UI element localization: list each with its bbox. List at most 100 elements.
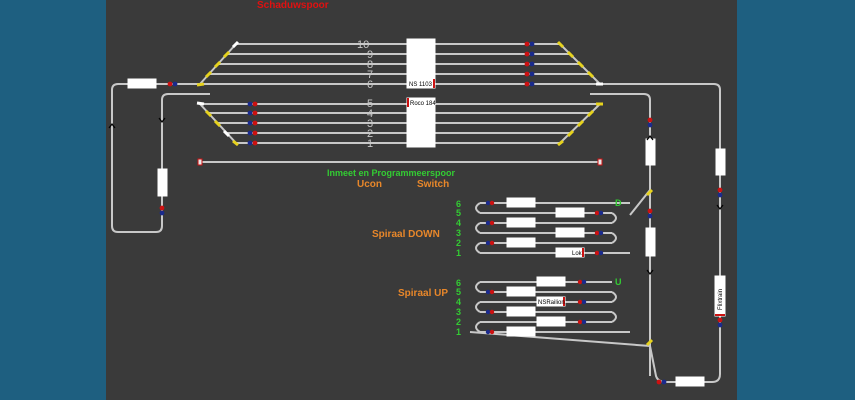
block-right-outer-top[interactable] bbox=[715, 148, 726, 176]
signal-icon[interactable] bbox=[167, 81, 178, 87]
signal-icon[interactable] bbox=[524, 71, 535, 77]
train-label-down-1: Lok bbox=[572, 251, 583, 257]
down-track-num-5: 5 bbox=[456, 208, 461, 218]
signal-icon[interactable] bbox=[485, 220, 495, 226]
switch-icon[interactable] bbox=[566, 50, 575, 59]
switch-icon[interactable] bbox=[566, 129, 575, 138]
switch-icon[interactable] bbox=[232, 139, 239, 147]
lower-yard-blocks: Roco 184 bbox=[406, 97, 436, 148]
switch-icon[interactable] bbox=[222, 50, 231, 59]
up-track-num-4: 4 bbox=[456, 297, 461, 307]
signal-icon[interactable] bbox=[577, 299, 587, 305]
down-track-num-4: 4 bbox=[456, 218, 461, 228]
signal-icon[interactable] bbox=[647, 208, 653, 219]
switch-icon[interactable] bbox=[222, 129, 231, 138]
block-upper-8[interactable] bbox=[406, 58, 436, 69]
signal-icon[interactable] bbox=[524, 41, 535, 47]
yard-switches bbox=[196, 40, 603, 147]
train-label-up-4: NSRailion bbox=[538, 300, 565, 306]
signal-icon[interactable] bbox=[524, 61, 535, 67]
signal-icon[interactable] bbox=[247, 120, 258, 126]
train-label-lower-5: Roco 184 bbox=[410, 101, 436, 107]
upper-yard-blocks: NS 1103 bbox=[406, 38, 436, 89]
train-label-upper-6: NS 1103 bbox=[409, 82, 433, 88]
switch-icon[interactable] bbox=[576, 119, 585, 128]
schaduwspoor-title: Schaduwspoor bbox=[257, 0, 329, 11]
signal-icon[interactable] bbox=[524, 51, 535, 57]
signal-icon[interactable] bbox=[485, 289, 495, 295]
upper-track-num-9: 9 bbox=[367, 49, 373, 61]
block-down-5[interactable] bbox=[555, 207, 585, 218]
signal-icon[interactable] bbox=[577, 279, 587, 285]
block-upper-10[interactable] bbox=[406, 38, 436, 49]
switch-icon[interactable] bbox=[576, 60, 585, 69]
signal-icon[interactable] bbox=[247, 110, 258, 116]
track-diagram: Schaduwspoor Inmeet en Programmeerspoor … bbox=[108, 0, 726, 387]
lower-track-num-1: 1 bbox=[367, 138, 373, 150]
block-lower-2[interactable] bbox=[406, 127, 436, 138]
signal-icon[interactable] bbox=[247, 140, 258, 146]
block-left-loop-vertical[interactable] bbox=[157, 168, 168, 197]
switch-icon[interactable] bbox=[645, 338, 654, 347]
signal-icon[interactable] bbox=[485, 329, 495, 335]
spiraal-up-title: Spiraal UP bbox=[398, 288, 448, 299]
switch-icon[interactable] bbox=[213, 119, 222, 128]
block-lower-1[interactable] bbox=[406, 137, 436, 148]
signal-icon[interactable] bbox=[647, 117, 653, 128]
switch-icon[interactable] bbox=[231, 40, 240, 49]
block-upper-7[interactable] bbox=[406, 68, 436, 79]
signal-icon[interactable] bbox=[594, 250, 604, 256]
signal-icon[interactable] bbox=[577, 319, 587, 325]
signal-icon[interactable] bbox=[717, 187, 723, 198]
spiraal-down-blocks: Lok bbox=[506, 197, 585, 258]
up-end-label: U bbox=[615, 277, 622, 287]
switch-icon[interactable] bbox=[196, 101, 205, 106]
block-lower-4[interactable] bbox=[406, 107, 436, 118]
block-upper-9[interactable] bbox=[406, 48, 436, 59]
block-left-loop-top[interactable] bbox=[127, 78, 157, 89]
upper-track-num-7: 7 bbox=[367, 69, 373, 81]
switch-icon[interactable] bbox=[586, 109, 595, 118]
block-right-inner-top[interactable] bbox=[645, 138, 656, 166]
switch-icon[interactable] bbox=[204, 70, 213, 79]
block-down-4[interactable] bbox=[506, 217, 536, 228]
block-right-inner-bottom[interactable] bbox=[645, 227, 656, 257]
signal-icon[interactable] bbox=[524, 81, 535, 87]
signal-icon[interactable] bbox=[594, 230, 604, 236]
up-track-num-3: 3 bbox=[456, 307, 461, 317]
arrow-down-icon bbox=[158, 117, 166, 123]
switch-icon[interactable] bbox=[196, 82, 205, 87]
switch-icon[interactable] bbox=[556, 40, 565, 49]
signal-icon[interactable] bbox=[717, 317, 723, 328]
up-track-num-1: 1 bbox=[456, 327, 461, 337]
block-bottom-right[interactable] bbox=[675, 376, 705, 387]
spiraal-up-blocks: NSRailion bbox=[506, 276, 566, 337]
signal-icon[interactable] bbox=[485, 309, 495, 315]
signal-icon[interactable] bbox=[594, 210, 604, 216]
switch-icon[interactable] bbox=[213, 60, 222, 69]
signal-icon[interactable] bbox=[159, 205, 165, 216]
arrow-up-icon bbox=[646, 135, 654, 141]
block-down-3[interactable] bbox=[555, 227, 585, 238]
upper-track-num-6: 6 bbox=[367, 79, 373, 91]
signal-icon[interactable] bbox=[485, 240, 495, 246]
signal-icon[interactable] bbox=[247, 101, 258, 107]
up-track-num-2: 2 bbox=[456, 317, 461, 327]
block-down-2[interactable] bbox=[506, 237, 536, 248]
block-up-6[interactable] bbox=[536, 276, 566, 287]
switch-icon[interactable] bbox=[557, 139, 564, 147]
signal-icon[interactable] bbox=[656, 379, 667, 385]
signal-icon[interactable] bbox=[485, 200, 495, 206]
switch-icon[interactable] bbox=[204, 109, 213, 118]
lower-yard bbox=[197, 103, 603, 144]
block-lower-3[interactable] bbox=[406, 117, 436, 128]
down-track-num-2: 2 bbox=[456, 238, 461, 248]
block-up-2[interactable] bbox=[536, 316, 566, 327]
switch-icon[interactable] bbox=[645, 188, 654, 197]
signal-icon[interactable] bbox=[247, 130, 258, 136]
switch-icon[interactable] bbox=[586, 70, 595, 79]
block-down-6[interactable] bbox=[506, 197, 536, 208]
block-up-3[interactable] bbox=[506, 306, 536, 317]
block-up-5[interactable] bbox=[506, 286, 536, 297]
block-up-1[interactable] bbox=[506, 326, 536, 337]
